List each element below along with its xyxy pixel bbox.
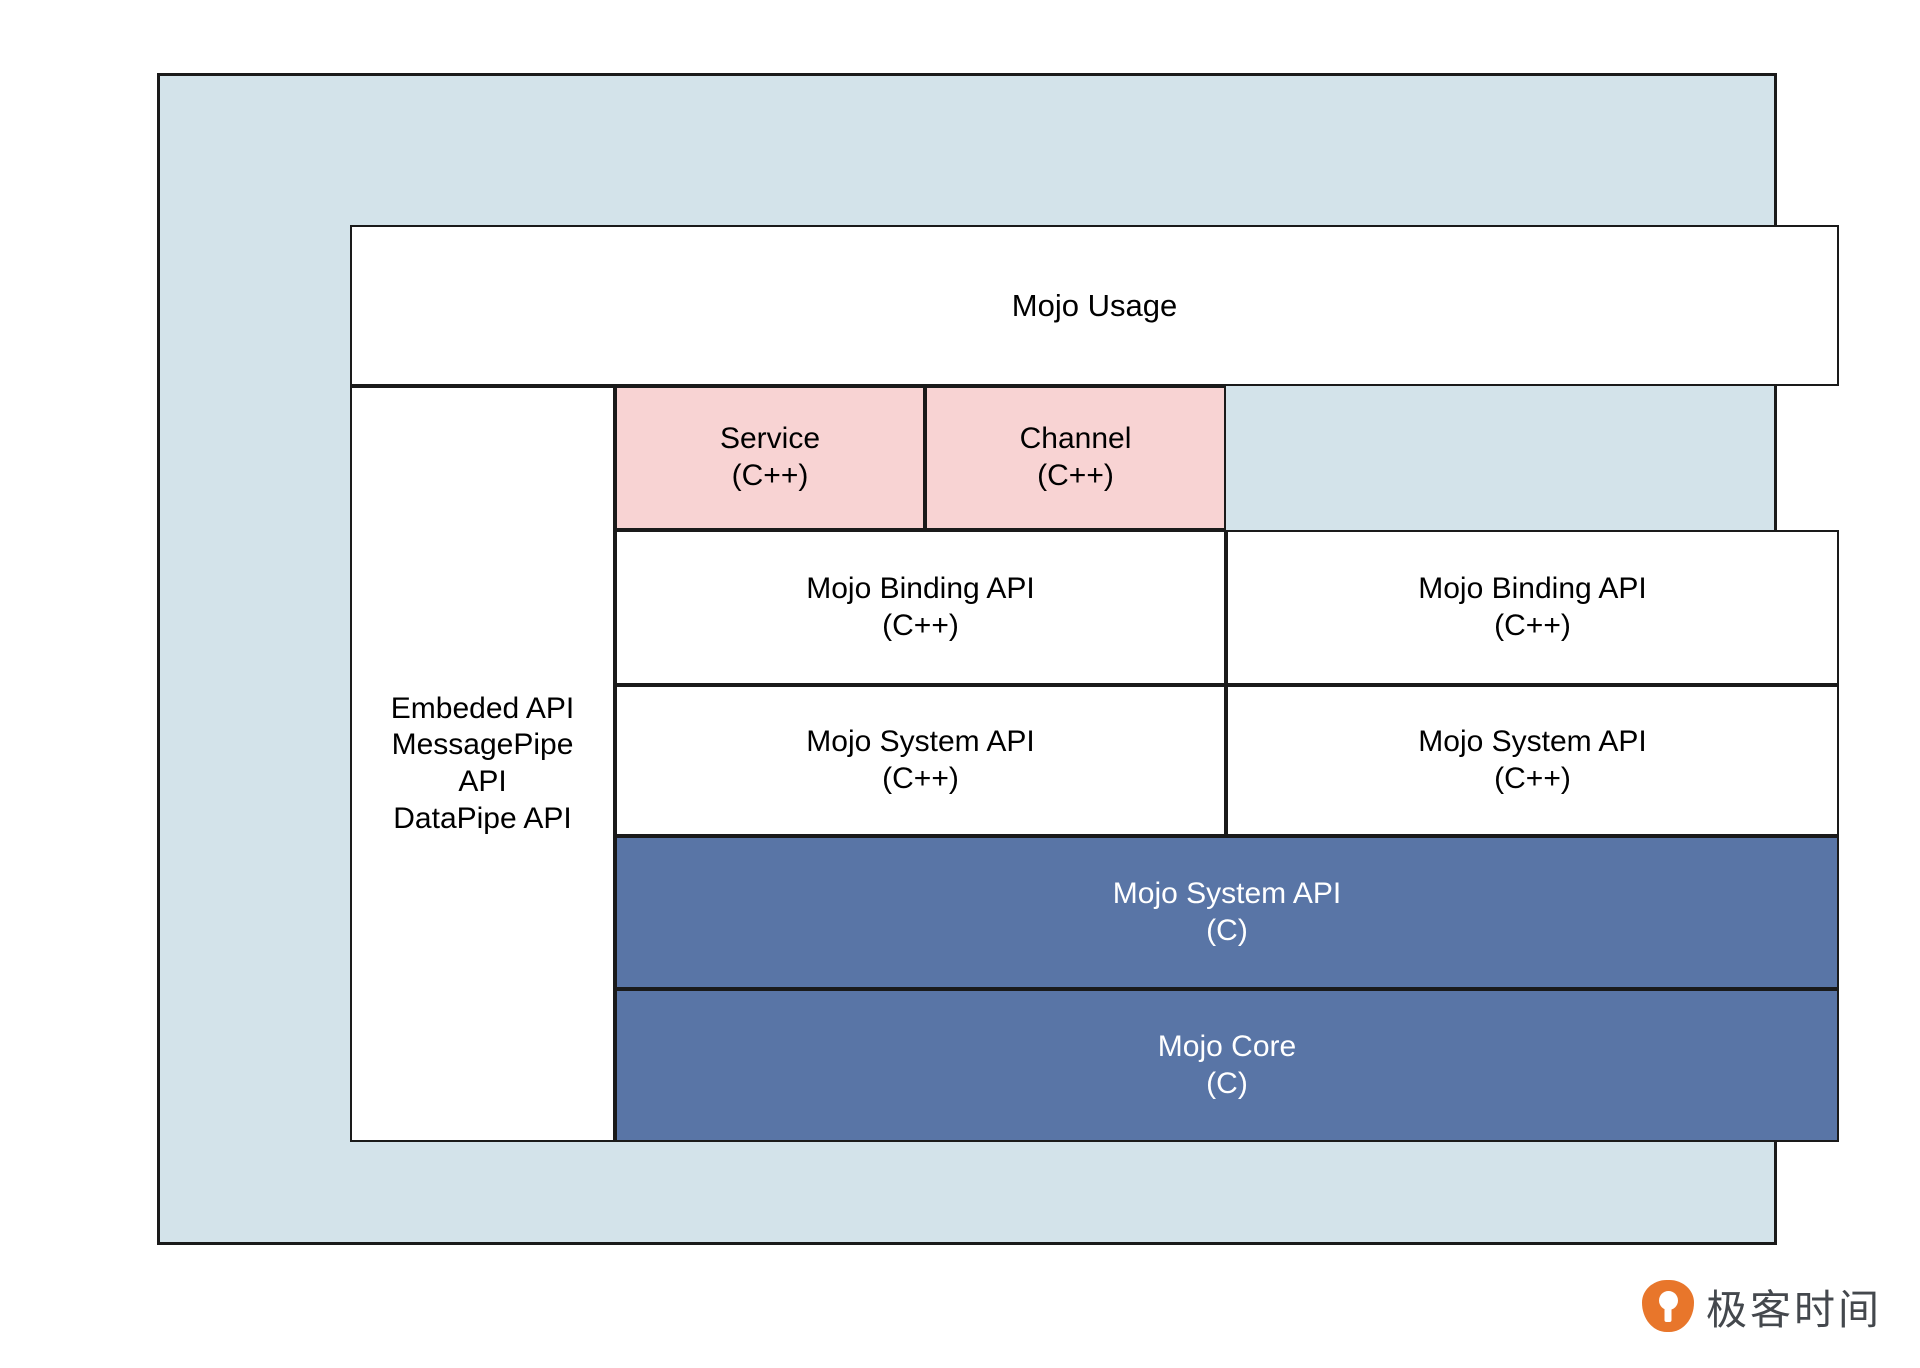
box-embedded-api-line3: API — [458, 765, 507, 798]
box-mojo-binding-api-left-line2: (C++) — [882, 608, 959, 642]
box-service-line2: (C++) — [731, 459, 809, 492]
watermark: 极客时间 — [1642, 1276, 1882, 1336]
box-mojo-binding-api-right-line1: Mojo Binding API — [1418, 571, 1647, 605]
box-embedded-api-line4: DataPipe API — [393, 801, 572, 835]
box-mojo-system-api-c-line1: Mojo System API — [1112, 876, 1342, 910]
box-service-line1: Service — [719, 422, 821, 456]
box-service: Service (C++) — [615, 386, 925, 530]
box-mojo-binding-api-right-line2: (C++) — [1494, 608, 1571, 642]
box-mojo-system-api-c-line2: (C) — [1206, 913, 1248, 947]
box-channel-line1: Channel — [1019, 422, 1132, 456]
box-mojo-binding-api-left-line1: Mojo Binding API — [806, 571, 1035, 605]
box-mojo-usage: Mojo Usage — [350, 225, 1839, 386]
watermark-text: 极客时间 — [1706, 1286, 1882, 1334]
box-mojo-usage-line1: Mojo Usage — [1011, 287, 1178, 323]
box-mojo-system-api-cpp-right-line1: Mojo System API — [1418, 724, 1647, 758]
outer-container: Mojo Usage Embeded API MessagePipe API D… — [157, 73, 1839, 1245]
box-mojo-core-c-line2: (C) — [1206, 1066, 1248, 1100]
box-mojo-core-c-line1: Mojo Core — [1157, 1029, 1297, 1063]
box-mojo-system-api-cpp-left: Mojo System API (C++) — [615, 685, 1226, 836]
box-channel: Channel (C++) — [925, 386, 1226, 530]
box-mojo-system-api-cpp-right-line2: (C++) — [1494, 761, 1571, 795]
box-mojo-system-api-c: Mojo System API (C) — [615, 836, 1839, 989]
box-mojo-binding-api-right: Mojo Binding API (C++) — [1226, 530, 1839, 685]
box-mojo-system-api-cpp-left-line2: (C++) — [882, 761, 959, 795]
box-embedded-api: Embeded API MessagePipe API DataPipe API — [350, 386, 615, 1142]
box-mojo-system-api-cpp-right: Mojo System API (C++) — [1226, 685, 1839, 836]
box-mojo-system-api-cpp-left-line1: Mojo System API — [806, 724, 1035, 758]
box-mojo-binding-api-left: Mojo Binding API (C++) — [615, 530, 1226, 685]
box-channel-line2: (C++) — [1037, 459, 1114, 492]
box-embedded-api-line2: MessagePipe — [391, 728, 574, 762]
geekbang-logo-icon — [1642, 1280, 1694, 1332]
box-mojo-core-c: Mojo Core (C) — [615, 989, 1839, 1142]
box-embedded-api-line1: Embeded API — [390, 691, 575, 725]
